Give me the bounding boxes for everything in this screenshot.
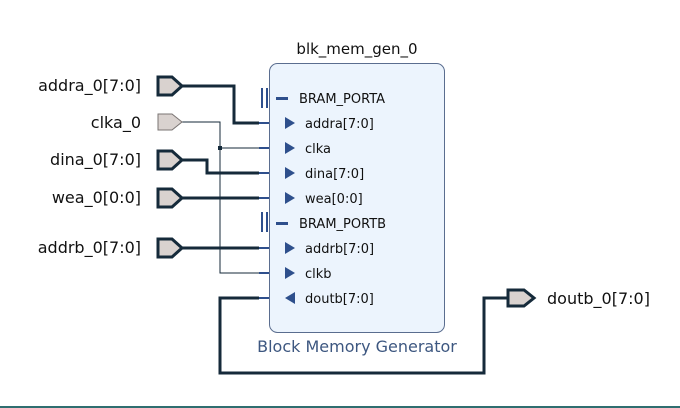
port-addra-0-icon[interactable] bbox=[156, 75, 185, 97]
interface-collapse-portb-icon[interactable] bbox=[276, 222, 288, 225]
interface-label-portb: BRAM_PORTB bbox=[299, 217, 386, 232]
pin-dina-arrow-icon bbox=[285, 167, 295, 179]
port-label-addra-0[interactable]: addra_0[7:0] bbox=[38, 76, 141, 96]
port-label-doutb-0[interactable]: doutb_0[7:0] bbox=[547, 289, 650, 309]
pin-doutb-arrow-icon bbox=[285, 292, 295, 304]
net-dina[interactable] bbox=[182, 158, 259, 175]
pin-clkb-arrow-icon bbox=[285, 267, 295, 279]
port-doutb-0-icon[interactable] bbox=[506, 288, 537, 308]
pin-label-addrb[interactable]: addrb[7:0] bbox=[305, 242, 374, 257]
port-label-dina-0[interactable]: dina_0[7:0] bbox=[50, 150, 141, 170]
pin-clka-arrow-icon bbox=[285, 142, 295, 154]
pin-label-doutb[interactable]: doutb[7:0] bbox=[305, 292, 374, 307]
pin-label-addra[interactable]: addra[7:0] bbox=[305, 117, 374, 132]
port-label-wea-0[interactable]: wea_0[0:0] bbox=[52, 188, 141, 208]
port-clka-0-icon[interactable] bbox=[157, 113, 183, 131]
net-clka-junction bbox=[218, 146, 222, 150]
pin-stubs bbox=[259, 122, 269, 299]
bottom-divider bbox=[0, 406, 680, 408]
interface-bar-portb[interactable] bbox=[261, 212, 268, 232]
blk-mem-gen-block[interactable] bbox=[269, 63, 445, 333]
interface-label-porta: BRAM_PORTA bbox=[299, 92, 385, 107]
net-addra[interactable] bbox=[182, 84, 259, 125]
pin-wea-arrow-icon bbox=[285, 192, 295, 204]
interface-bar-porta[interactable] bbox=[261, 88, 268, 108]
block-instance-name: blk_mem_gen_0 bbox=[296, 40, 417, 59]
pin-label-clkb[interactable]: clkb bbox=[305, 267, 332, 282]
port-addrb-0-icon[interactable] bbox=[156, 237, 185, 259]
pin-label-dina[interactable]: dina[7:0] bbox=[305, 167, 364, 182]
pin-addrb-arrow-icon bbox=[285, 242, 295, 254]
pin-label-clka[interactable]: clka bbox=[305, 142, 331, 157]
port-label-clka-0[interactable]: clka_0 bbox=[91, 113, 141, 133]
interface-collapse-porta-icon[interactable] bbox=[276, 97, 288, 100]
port-dina-0-icon[interactable] bbox=[156, 149, 185, 171]
net-doutb[interactable] bbox=[218, 296, 508, 375]
port-label-addrb-0[interactable]: addrb_0[7:0] bbox=[38, 238, 141, 258]
pin-label-wea[interactable]: wea[0:0] bbox=[305, 192, 363, 207]
port-wea-0-icon[interactable] bbox=[156, 187, 185, 209]
pin-addra-arrow-icon bbox=[285, 117, 295, 129]
block-ip-name: Block Memory Generator bbox=[257, 337, 457, 356]
